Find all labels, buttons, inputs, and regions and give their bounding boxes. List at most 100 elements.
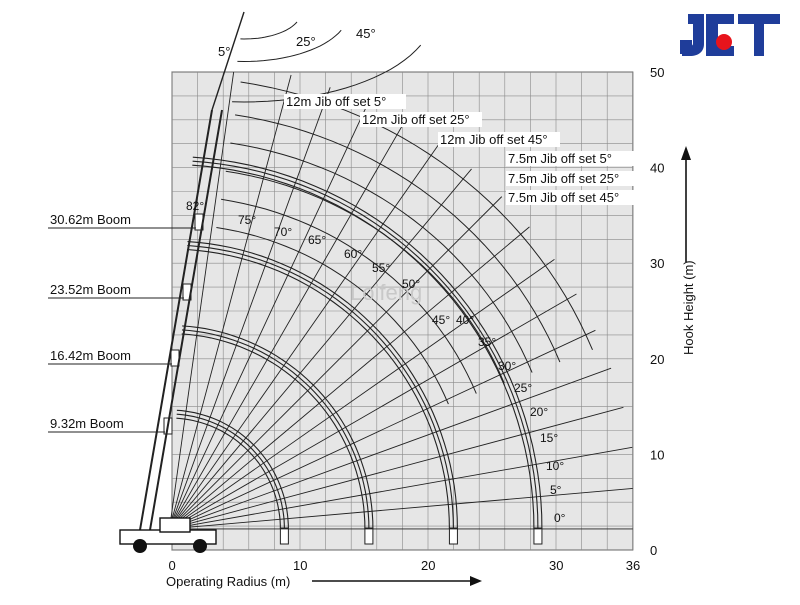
jib-label: 7.5m Jib off set 45° xyxy=(508,190,619,205)
crane-wheel xyxy=(193,539,207,553)
boom-angle-line xyxy=(169,168,472,530)
hook-block xyxy=(533,527,543,545)
range-arc xyxy=(176,417,281,530)
crane-carrier-icon xyxy=(119,517,217,553)
range-arc xyxy=(192,160,539,530)
x-tick-label: 10 xyxy=(293,558,307,573)
x-tick-label: 0 xyxy=(169,558,176,573)
boom-label: 16.42m Boom xyxy=(50,348,131,363)
boom-angle-line xyxy=(169,367,612,530)
y-tick-label: 0 xyxy=(650,543,657,558)
jib-label: 12m Jib off set 5° xyxy=(286,94,386,109)
range-arc xyxy=(187,241,458,530)
boom-outer xyxy=(139,109,213,531)
x-tick-label: 20 xyxy=(421,558,435,573)
y-tick-label: 50 xyxy=(650,65,664,80)
jib-offset-label: 5° xyxy=(218,44,230,59)
boom-structure xyxy=(119,11,245,553)
y-tick-label: 20 xyxy=(650,352,664,367)
angle-label: 20° xyxy=(530,405,548,419)
range-arc xyxy=(187,244,454,530)
x-axis-title: Operating Radius (m) xyxy=(166,574,290,589)
y-tick-label: 30 xyxy=(650,256,664,271)
jib-offset-arc xyxy=(237,29,342,63)
boom-angle-line xyxy=(169,87,331,530)
boom-angle-line xyxy=(169,196,503,530)
jib-arc xyxy=(230,142,533,373)
boom-angle-line xyxy=(168,71,235,530)
angle-label: 70° xyxy=(274,225,292,239)
y-axis-arrow-icon xyxy=(681,146,691,262)
angle-label: 5° xyxy=(550,483,562,497)
boom-label: 30.62m Boom xyxy=(50,212,131,227)
jib-label: 7.5m Jib off set 5° xyxy=(508,151,612,166)
jib-offset-label: 45° xyxy=(356,26,376,41)
jib-label-bg xyxy=(360,112,482,127)
jib-label: 12m Jib off set 45° xyxy=(440,132,548,147)
boom-angle-line xyxy=(169,143,440,530)
hook-block xyxy=(279,527,289,545)
jib-label-bg xyxy=(438,132,560,147)
boom-label: 23.52m Boom xyxy=(50,282,131,297)
boom-angle-line xyxy=(169,406,624,530)
crane-wheel xyxy=(133,539,147,553)
jib-offset-label: 25° xyxy=(296,34,316,49)
angle-label: 40° xyxy=(456,313,474,327)
boom-angle-line xyxy=(169,259,555,530)
x-axis-arrow-icon xyxy=(312,576,482,586)
y-tick-label: 10 xyxy=(650,447,664,462)
jib-label-bg xyxy=(506,190,638,205)
jib-label-bg xyxy=(506,171,638,186)
angle-label: 15° xyxy=(540,431,558,445)
jib-label: 7.5m Jib off set 25° xyxy=(508,171,619,186)
boom-angle-line xyxy=(169,293,577,530)
watermark-text: Lolfeng xyxy=(350,280,422,305)
jib-line xyxy=(211,11,245,111)
range-curves xyxy=(176,81,593,545)
jib-arc xyxy=(216,227,449,405)
jib-label-bg xyxy=(506,151,638,166)
boom-angle-line xyxy=(169,226,530,530)
boom-angle-line xyxy=(169,446,633,530)
jib-offset-arc xyxy=(240,21,298,40)
range-arc xyxy=(176,409,289,530)
range-arc xyxy=(186,248,450,530)
y-axis-title: Hook Height (m) xyxy=(681,260,696,355)
range-arc xyxy=(181,333,366,530)
jib-offset-arc xyxy=(232,44,422,103)
jib-arc xyxy=(235,114,561,363)
jib-label: 12m Jib off set 25° xyxy=(362,112,470,127)
angle-label: 75° xyxy=(238,213,256,227)
boom-label: 9.32m Boom xyxy=(50,416,124,431)
jib-arc xyxy=(225,170,505,384)
range-arc xyxy=(192,156,543,530)
angle-label: 82° xyxy=(186,199,204,213)
y-tick-label: 40 xyxy=(650,161,664,176)
jib-arc xyxy=(221,198,477,394)
x-tick-label: 30 xyxy=(549,558,563,573)
boom-angle-line xyxy=(169,121,405,530)
angle-label: 10° xyxy=(546,459,564,473)
range-arc xyxy=(181,329,370,530)
angle-label: 65° xyxy=(308,233,326,247)
crane-cab xyxy=(159,517,191,533)
angle-label: 35° xyxy=(478,335,496,349)
jib-label-bg xyxy=(284,94,406,109)
angle-label: 30° xyxy=(498,359,516,373)
angle-label: 60° xyxy=(344,247,362,261)
range-arc xyxy=(182,325,374,530)
angle-label: 45° xyxy=(432,313,450,327)
jct-logo xyxy=(680,14,780,56)
angle-lines xyxy=(168,71,633,530)
boom-angle-line xyxy=(169,74,292,530)
angle-label: 55° xyxy=(372,261,390,275)
hook-block xyxy=(448,527,458,545)
boom-inner xyxy=(149,109,223,531)
boom-angle-line xyxy=(169,102,369,530)
boom-angle-line xyxy=(169,487,633,530)
angle-label: 25° xyxy=(514,381,532,395)
angle-label: 0° xyxy=(554,511,566,525)
